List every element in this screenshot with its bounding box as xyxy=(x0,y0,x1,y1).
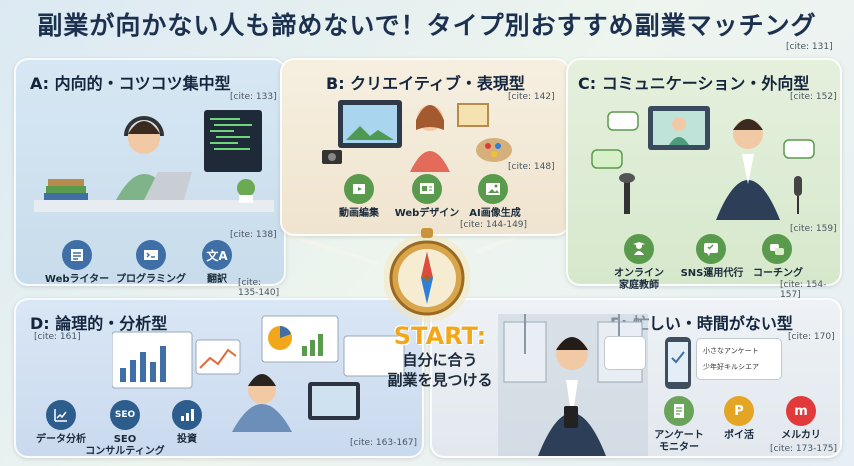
panel-d-cite-bottom: [cite: 163-167] xyxy=(350,438,418,448)
panel-c-cite-bottom: [cite: 154-157] xyxy=(780,280,827,300)
panel-c-title: C: コミュニケーション・外向型 xyxy=(578,74,810,93)
panel-introvert: A: 内向的・コツコツ集中型 [cite: 133] [cite: 138] 文… xyxy=(14,58,286,298)
points-icon: P xyxy=(724,396,754,426)
survey-card-line-1: 小さなアンケート xyxy=(703,347,759,355)
start-heading: START: xyxy=(393,322,487,350)
start-callout: START: 自分に合う 副業を見つける xyxy=(380,322,500,390)
panel-c-item-1-label-line2: 家庭教師 xyxy=(619,280,659,291)
phone-illustration xyxy=(665,337,691,389)
panel-a-item-3-label: 翻訳 xyxy=(207,274,227,285)
sns-icon xyxy=(696,234,726,264)
panel-b-cite-top: [cite: 142] xyxy=(508,92,555,102)
survey-notification xyxy=(604,336,646,370)
designer-illustration xyxy=(322,100,512,172)
panel-e-cite-bottom: [cite: 173-175] xyxy=(770,444,838,454)
panel-b-title: B: クリエイティブ・表現型 xyxy=(326,74,525,93)
panel-a-item-2-label: プログラミング xyxy=(116,274,186,285)
start-line-2: 副業を見つける xyxy=(387,371,493,389)
panel-c-cite-top: [cite: 152] xyxy=(790,92,837,102)
web-design-icon xyxy=(412,174,442,204)
coaching-icon xyxy=(762,234,792,264)
code-icon xyxy=(136,240,166,270)
image-icon xyxy=(478,174,508,204)
panel-a-cite-top: [cite: 133] xyxy=(230,92,277,102)
panel-a-item-1-label: Webライター xyxy=(44,274,110,285)
seo-icon: SEO xyxy=(110,400,140,430)
survey-icon xyxy=(664,396,694,426)
writer-at-laptop-illustration xyxy=(34,110,274,212)
panel-c-item-1-label-line1: オンライン xyxy=(614,268,664,279)
survey-card-line-2: 少年好キルシエア xyxy=(703,363,759,371)
panel-a-cite-mid: [cite: 138] xyxy=(230,230,277,240)
panel-e-item-1-label-line1: アンケート xyxy=(654,430,704,441)
panel-e-item-2-label: ポイ活 xyxy=(724,430,754,441)
panel-d-cite-top: [cite: 161] xyxy=(34,332,81,342)
panel-a-cite-bottom: [cite: 135-140] xyxy=(238,278,280,298)
panel-c-item-3-label: コーチング xyxy=(753,268,803,279)
survey-card: 小さなアンケート 少年好キルシエア xyxy=(696,338,782,380)
translate-icon: 文A xyxy=(202,240,232,270)
panel-e-item-1-label-line2: モニター xyxy=(659,442,699,453)
panel-creative: B: クリエイティブ・表現型 [cite: 142] [cite: 148] 動… xyxy=(280,58,570,236)
compass-icon xyxy=(384,228,470,322)
page-title: 副業が向かない人も諦めないで！タイプ別おすすめ副業マッチング xyxy=(37,11,817,40)
panel-b-item-3-cite: [cite: 144-149] xyxy=(460,220,528,230)
panel-analytical: D: 論理的・分析型 [cite: 161] SEO データ分析 SEO コンサ… xyxy=(14,298,424,458)
panel-b-item-2-label: Webデザイン xyxy=(394,208,460,219)
panel-e-title: E: 忙しい・時間がない型 xyxy=(610,314,793,333)
panel-a-title: A: 内向的・コツコツ集中型 xyxy=(30,74,231,93)
writer-icon xyxy=(62,240,92,270)
mercari-icon: m xyxy=(786,396,816,426)
panel-c-cite-mid: [cite: 159] xyxy=(790,224,837,234)
panel-b-item-3-label: AI画像生成 xyxy=(469,208,521,219)
panel-busy: E: 忙しい・時間がない型 [cite: 170] 小さなアンケート 少年好キル… xyxy=(430,298,842,458)
title-citation: [cite: 131] xyxy=(786,42,833,52)
panel-communication: C: コミュニケーション・外向型 [cite: 152] [cite: 159]… xyxy=(566,58,842,300)
panel-b-cite-mid: [cite: 148] xyxy=(508,162,555,172)
presenter-illustration xyxy=(591,106,815,220)
panel-b-item-1-label: 動画編集 xyxy=(339,208,379,219)
investment-icon xyxy=(172,400,202,430)
panel-d-item-1-label: データ分析 xyxy=(36,434,86,445)
panel-e-item-3-label: メルカリ xyxy=(781,430,821,441)
tutor-icon xyxy=(624,234,654,264)
panel-c-item-2-label: SNS運用代行 xyxy=(680,268,744,279)
panel-d-item-2-label-line2: コンサルティング xyxy=(85,446,165,457)
panel-d-title: D: 論理的・分析型 xyxy=(30,314,168,333)
panel-d-item-2-label-line1: SEO xyxy=(113,434,137,445)
video-icon xyxy=(344,174,374,204)
panel-e-cite-top: [cite: 170] xyxy=(788,332,835,342)
chart-icon xyxy=(46,400,76,430)
panel-d-item-3-label: 投資 xyxy=(177,434,197,445)
start-line-1: 自分に合う xyxy=(402,351,478,369)
commuter-illustration xyxy=(498,314,648,456)
analyst-illustration xyxy=(112,315,405,432)
